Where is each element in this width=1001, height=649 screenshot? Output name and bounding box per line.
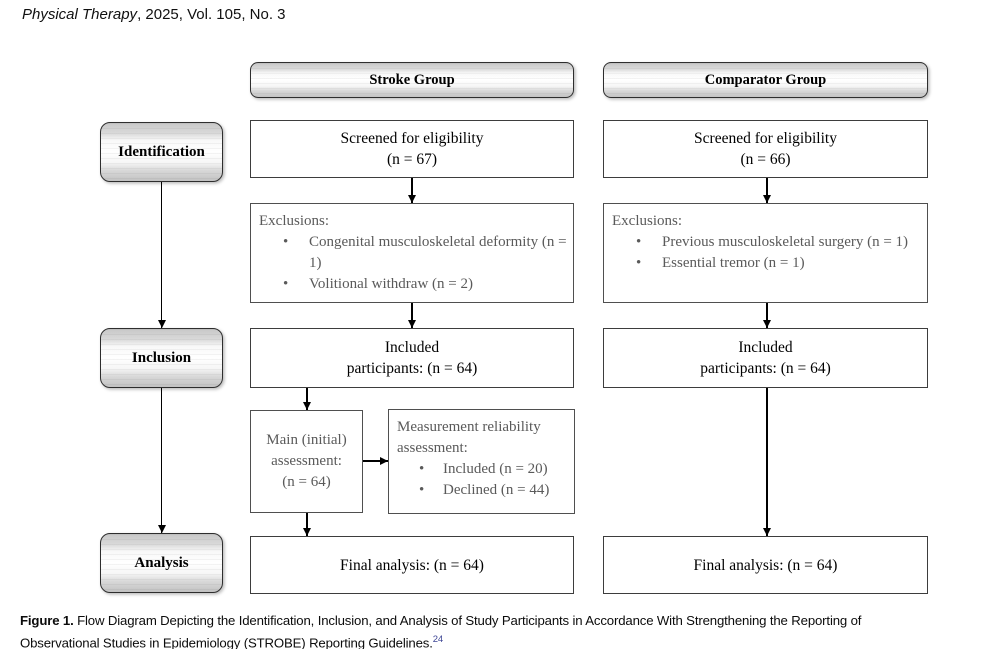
stage-analysis: Analysis bbox=[100, 533, 223, 593]
journal-title: Physical Therapy bbox=[22, 6, 138, 23]
included-stroke-line2: participants: (n = 64) bbox=[346, 360, 478, 377]
exclusions-stroke-item-1-text: Congenital musculoskeletal deformity (n … bbox=[309, 234, 567, 271]
arrow-exclusions-to-included-comparator bbox=[766, 303, 768, 328]
reliability-line1: Measurement reliability bbox=[397, 419, 541, 435]
box-reliability-assessment: Measurement reliability assessment: Incl… bbox=[388, 409, 575, 514]
final-comparator-label: Final analysis: (n = 64) bbox=[693, 556, 838, 574]
reliability-line2: assessment: bbox=[397, 440, 468, 456]
exclusions-comparator-item: Previous musculoskeletal surgery (n = 1) bbox=[612, 232, 921, 253]
box-included-comparator: Included participants: (n = 64) bbox=[603, 328, 928, 388]
stage-inclusion: Inclusion bbox=[100, 328, 223, 388]
final-stroke-label: Final analysis: (n = 64) bbox=[340, 556, 484, 574]
exclusions-stroke-item: Volitional withdraw (n = 2) bbox=[259, 274, 567, 295]
group-header-comparator: Comparator Group bbox=[603, 62, 928, 98]
arrow-exclusions-to-included-stroke bbox=[411, 303, 413, 328]
stage-identification-label: Identification bbox=[118, 143, 205, 160]
screened-comparator-line2: (n = 66) bbox=[740, 151, 791, 168]
exclusions-comparator-item: Essential tremor (n = 1) bbox=[612, 253, 921, 274]
box-final-stroke: Final analysis: (n = 64) bbox=[250, 536, 574, 594]
box-screened-stroke: Screened for eligibility (n = 67) bbox=[250, 120, 574, 178]
journal-header: Physical Therapy, 2025, Vol. 105, No. 3 bbox=[22, 6, 286, 23]
exclusions-stroke-item: Congenital musculoskeletal deformity (n … bbox=[259, 232, 567, 274]
exclusions-comparator-item-2-text: Essential tremor (n = 1) bbox=[662, 255, 805, 271]
figure-caption: Figure 1. Flow Diagram Depicting the Ide… bbox=[20, 611, 995, 649]
exclusions-comparator-item-1-text: Previous musculoskeletal surgery (n = 1) bbox=[662, 234, 909, 250]
arrow-main-to-final-stroke bbox=[306, 513, 308, 536]
main-assessment-line3: (n = 64) bbox=[282, 474, 331, 490]
box-main-assessment: Main (initial) assessment: (n = 64) bbox=[250, 410, 363, 513]
main-assessment-line2: assessment: bbox=[271, 453, 342, 469]
stage-analysis-label: Analysis bbox=[134, 554, 189, 571]
arrow-screened-to-exclusions-stroke bbox=[411, 178, 413, 203]
group-header-comparator-label: Comparator Group bbox=[704, 71, 827, 88]
box-final-comparator: Final analysis: (n = 64) bbox=[603, 536, 928, 594]
arrow-identification-to-inclusion bbox=[160, 182, 163, 328]
box-exclusions-comparator: Exclusions: Previous musculoskeletal sur… bbox=[603, 203, 928, 303]
exclusions-comparator-label: Exclusions: bbox=[612, 213, 682, 229]
arrow-included-to-final-comparator bbox=[766, 388, 768, 536]
screened-comparator-line1: Screened for eligibility bbox=[694, 130, 837, 147]
exclusions-stroke-item-2-text: Volitional withdraw (n = 2) bbox=[309, 276, 473, 292]
screened-stroke-line2: (n = 67) bbox=[386, 151, 438, 168]
reliability-item: Included (n = 20) bbox=[397, 459, 568, 480]
group-header-stroke: Stroke Group bbox=[250, 62, 574, 98]
arrow-inclusion-to-analysis bbox=[160, 388, 163, 533]
exclusions-stroke-label: Exclusions: bbox=[259, 213, 329, 229]
group-header-stroke-label: Stroke Group bbox=[369, 71, 455, 88]
reliability-item-1-text: Included (n = 20) bbox=[443, 461, 548, 477]
arrow-main-to-reliability bbox=[363, 460, 388, 462]
included-comparator-line2: participants: (n = 64) bbox=[700, 360, 831, 377]
box-exclusions-stroke: Exclusions: Congenital musculoskeletal d… bbox=[250, 203, 574, 303]
reliability-item-2-text: Declined (n = 44) bbox=[443, 482, 550, 498]
reliability-item: Declined (n = 44) bbox=[397, 480, 568, 501]
box-screened-comparator: Screened for eligibility (n = 66) bbox=[603, 120, 928, 178]
citation-reference[interactable]: 24 bbox=[432, 634, 444, 645]
arrow-included-to-main-assessment bbox=[306, 388, 308, 410]
arrow-screened-to-exclusions-comparator bbox=[766, 178, 768, 203]
included-comparator-line1: Included bbox=[738, 339, 793, 356]
main-assessment-line1: Main (initial) bbox=[266, 432, 347, 448]
stage-inclusion-label: Inclusion bbox=[131, 349, 192, 366]
figure-caption-line1: Flow Diagram Depicting the Identificatio… bbox=[77, 613, 862, 628]
box-included-stroke: Included participants: (n = 64) bbox=[250, 328, 574, 388]
figure-caption-line2: Observational Studies in Epidemiology (S… bbox=[20, 635, 433, 649]
figure-caption-label: Figure 1. bbox=[20, 613, 74, 628]
stage-identification: Identification bbox=[100, 122, 223, 182]
screened-stroke-line1: Screened for eligibility bbox=[340, 130, 484, 147]
journal-issue-info: , 2025, Vol. 105, No. 3 bbox=[137, 6, 286, 23]
included-stroke-line1: Included bbox=[384, 339, 440, 356]
